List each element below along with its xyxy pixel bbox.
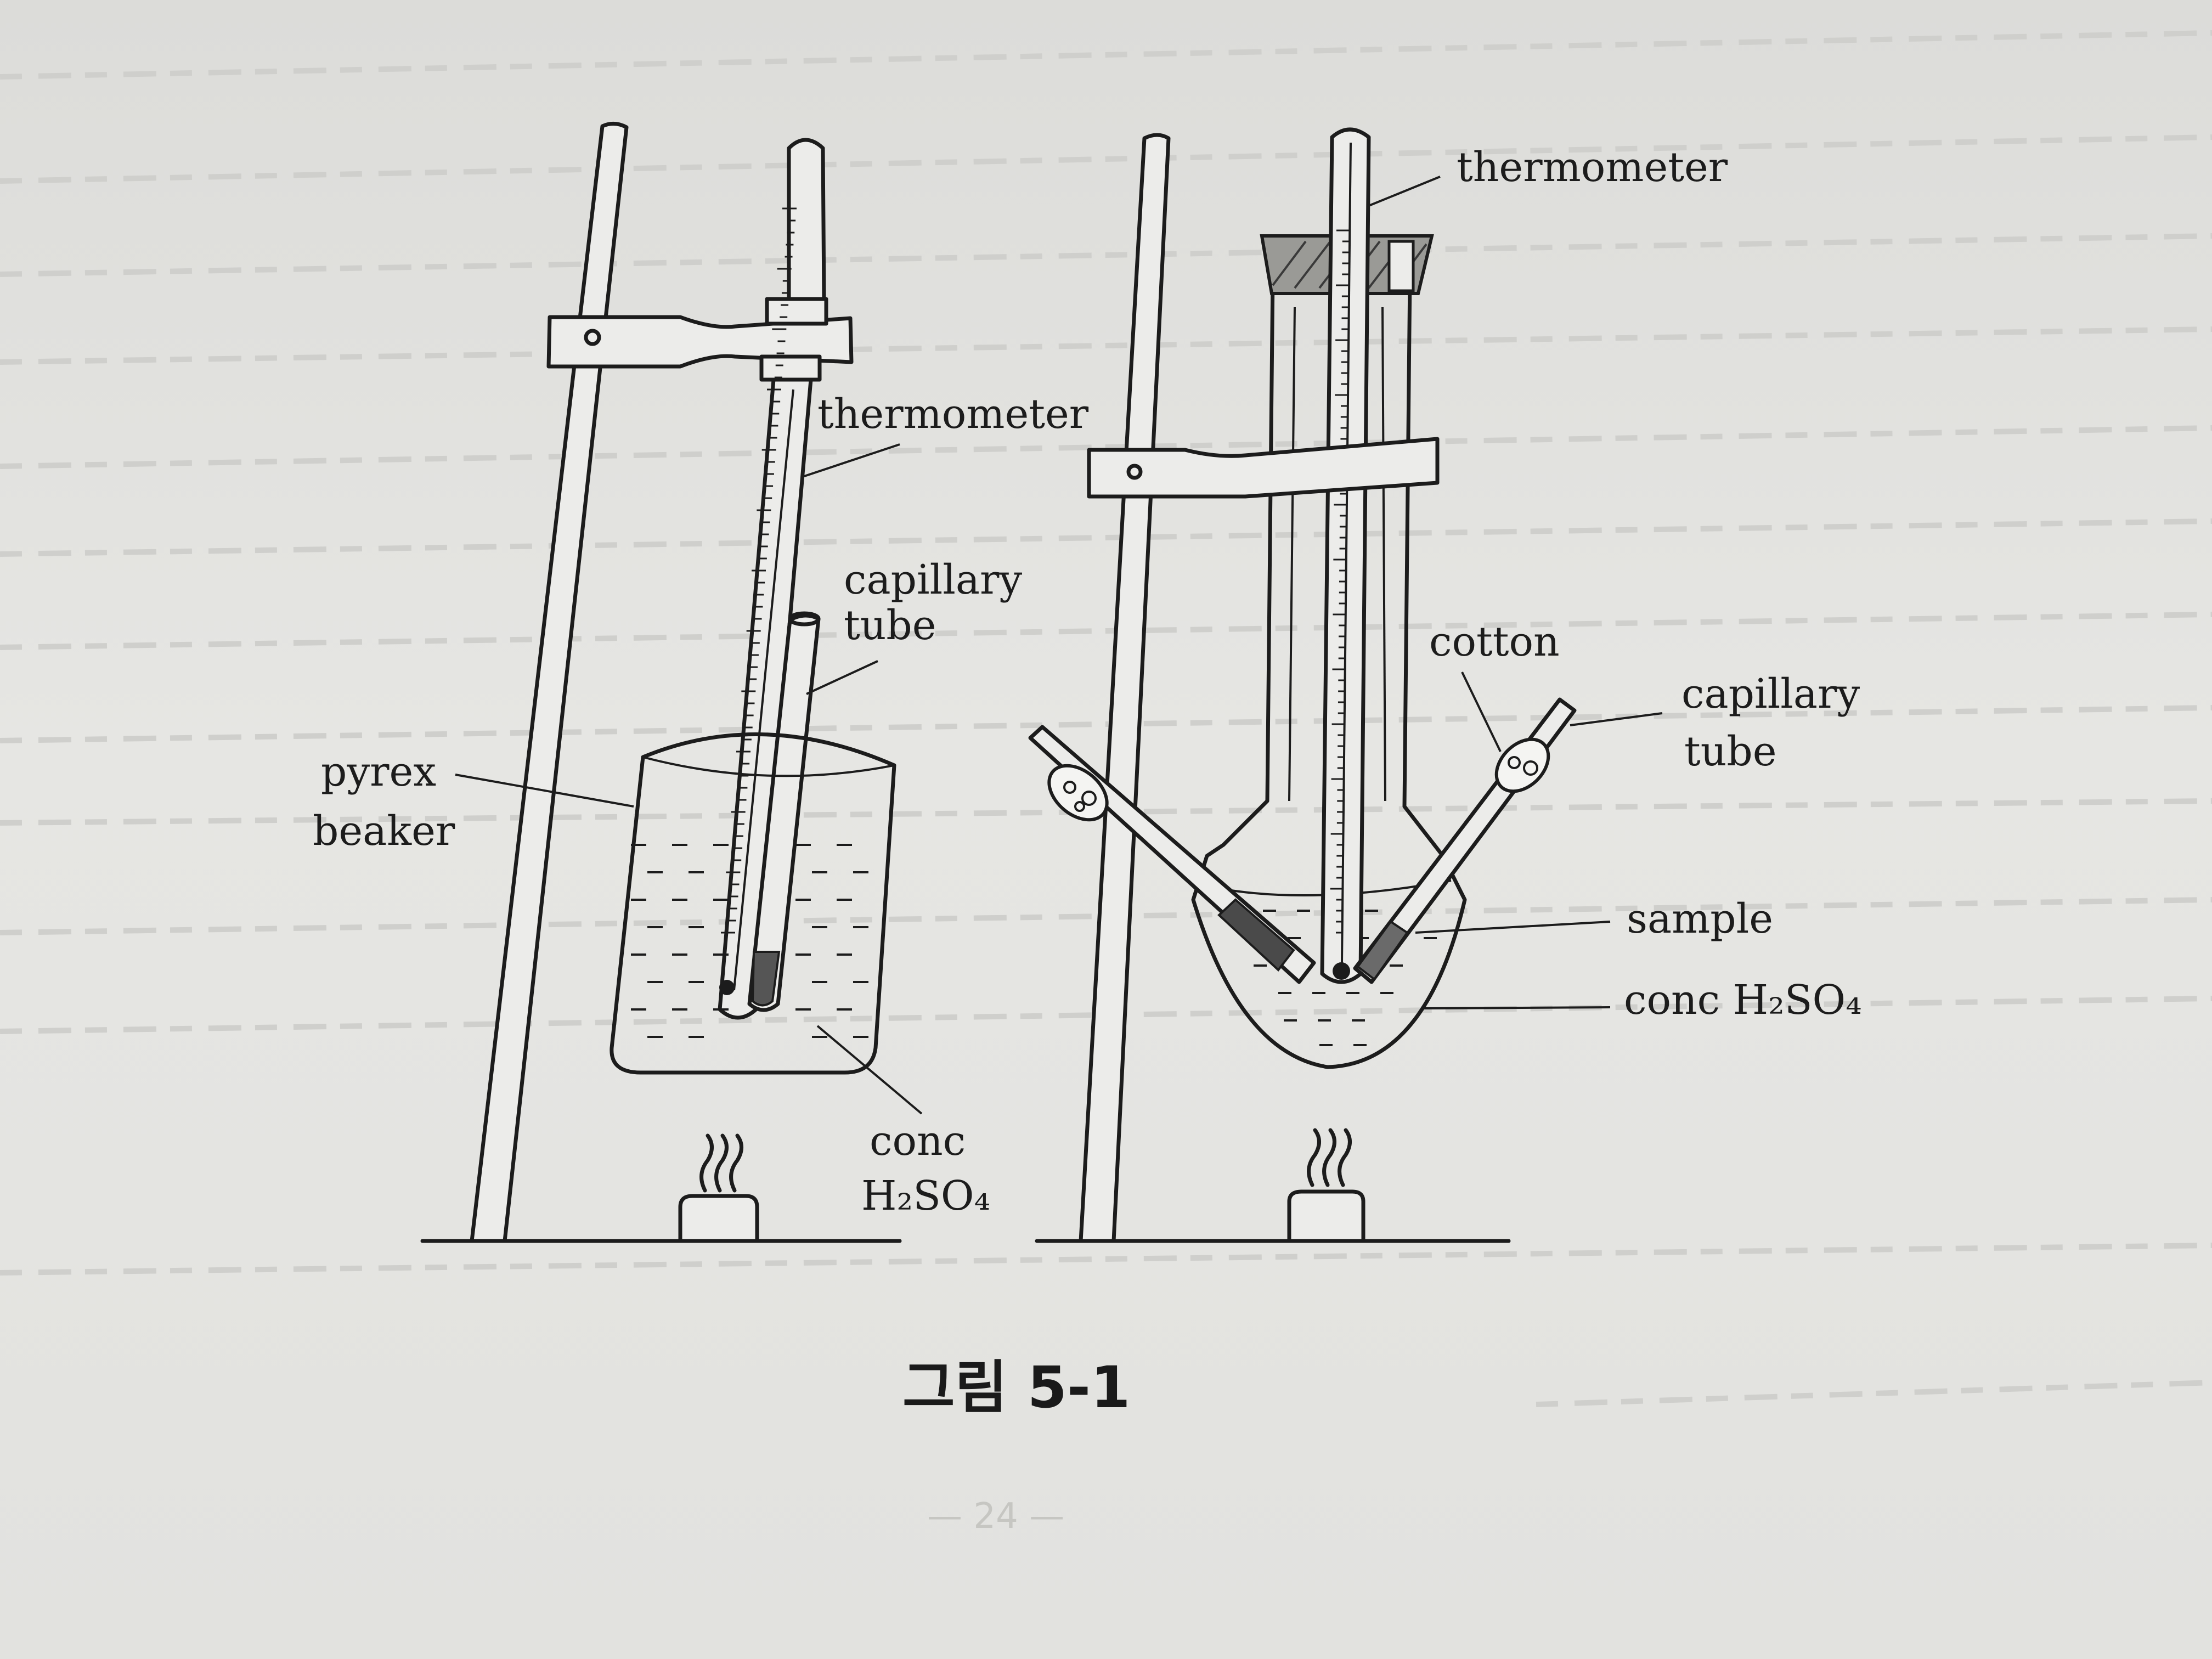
left-capillary-tube	[747, 611, 821, 1012]
right-capillary-leader	[1570, 712, 1663, 726]
right-cotton-label: cotton	[1429, 618, 1560, 665]
right-thermometer	[1320, 127, 1371, 984]
right-thermometer-label: thermometer	[1457, 144, 1728, 191]
left-acid-label-1: conc	[870, 1118, 966, 1165]
left-beaker-label-2: beaker	[313, 808, 455, 855]
left-apparatus: thermometer capillary tube pyrex beaker …	[313, 122, 1089, 1243]
left-clamp-screw	[584, 329, 601, 346]
right-acid-leader	[1423, 1006, 1611, 1009]
right-clamp	[1087, 437, 1440, 499]
right-acid-label: conc H₂SO₄	[1624, 977, 1862, 1024]
right-capillary-label-2: tube	[1684, 728, 1777, 775]
right-clamp-screw	[1126, 464, 1143, 480]
left-beaker-label-1: pyrex	[321, 748, 436, 795]
right-capillary-tube-left	[1028, 725, 1316, 984]
figure-caption: 그림 5-1	[902, 1354, 1130, 1421]
cotton-plug-right	[1494, 737, 1550, 793]
page-number: — 24 —	[927, 1496, 1064, 1537]
right-sample-label: sample	[1627, 895, 1773, 943]
right-capillary-tube-right	[1353, 697, 1577, 984]
left-thermometer-leader	[800, 443, 900, 478]
right-capillary-label-1: capillary	[1681, 670, 1860, 718]
right-cotton-leader	[1461, 672, 1502, 752]
left-stand-rod	[470, 122, 629, 1243]
right-burner	[1287, 1128, 1365, 1243]
right-stand-rod	[1079, 133, 1171, 1243]
left-acid-leader	[816, 1025, 923, 1115]
left-acid-label-2: H₂SO₄	[861, 1172, 990, 1220]
left-capillary-label-1: capillary	[844, 556, 1022, 603]
left-pyrex-beaker	[610, 732, 896, 1075]
left-beaker-leader	[455, 774, 634, 808]
left-capillary-leader	[806, 660, 878, 695]
right-apparatus: thermometer cotton capillary tube sample…	[1028, 127, 1862, 1243]
left-capillary-label-2: tube	[844, 602, 936, 649]
right-sample-leader	[1415, 921, 1611, 934]
left-thermometer-label: thermometer	[817, 391, 1089, 438]
left-thermometer	[718, 138, 828, 1020]
left-burner	[678, 1133, 759, 1243]
cotton-plug-left	[1047, 764, 1109, 822]
right-thermometer-leader	[1368, 176, 1441, 207]
